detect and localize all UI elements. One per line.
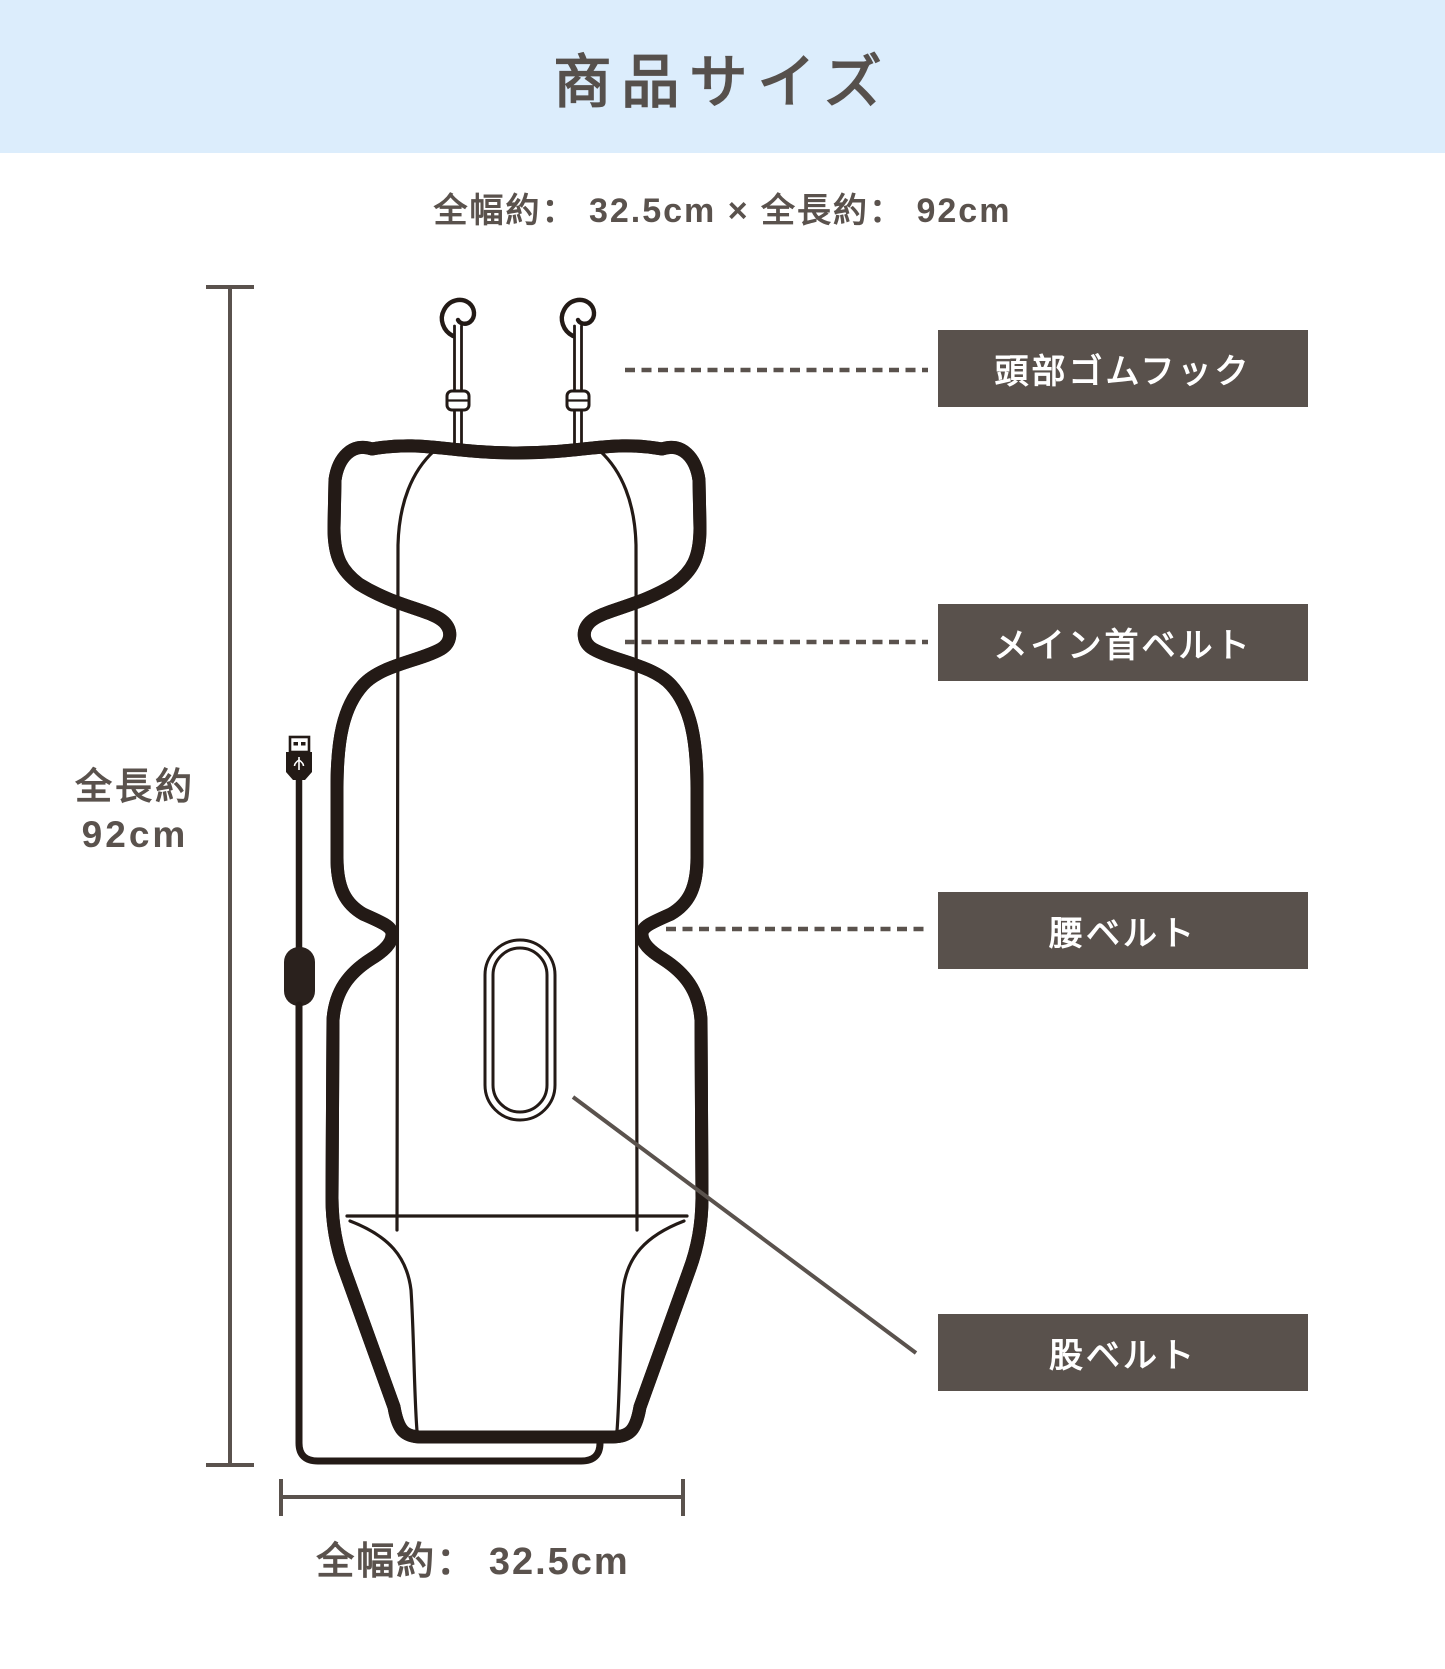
label-text: 頭部ゴムフック — [994, 353, 1252, 391]
width-dimension-caption: 全幅約： 32.5cm — [253, 1530, 693, 1585]
length-dimension-caption: 全長約 92cm — [50, 763, 220, 859]
length-value: 92cm — [81, 814, 189, 855]
page-title: 商品サイズ — [553, 49, 892, 115]
seat-pad-inner-lines — [345, 449, 689, 1433]
label-crotch-belt: 股ベルト — [938, 1314, 1308, 1391]
label-text: メイン首ベルト — [993, 627, 1253, 665]
label-waist-belt: 腰ベルト — [938, 892, 1308, 969]
length-dimension-line — [206, 285, 254, 1467]
head-hook-left-icon — [439, 297, 477, 454]
page-header: 商品サイズ — [0, 0, 1445, 153]
length-label: 全長約 — [75, 766, 195, 807]
width-dimension-line — [279, 1479, 685, 1516]
cable-controller — [284, 947, 315, 1006]
size-summary-text: 全幅約： 32.5cm × 全長約： 92cm — [433, 192, 1012, 230]
label-main-neck-belt: メイン首ベルト — [938, 604, 1308, 681]
width-value: 32.5cm — [488, 1541, 630, 1583]
label-text: 腰ベルト — [1049, 915, 1197, 953]
width-label: 全幅約： — [316, 1541, 477, 1583]
crotch-belt-slot — [483, 938, 557, 1122]
seat-pad-outline — [325, 446, 709, 1444]
head-hook-right-icon — [559, 297, 597, 454]
usb-plug-icon — [286, 735, 312, 780]
leader-lines — [571, 367, 928, 1355]
usb-cable — [284, 735, 604, 1465]
label-text: 股ベルト — [1049, 1337, 1197, 1375]
label-head-rubber-hook: 頭部ゴムフック — [938, 330, 1308, 407]
